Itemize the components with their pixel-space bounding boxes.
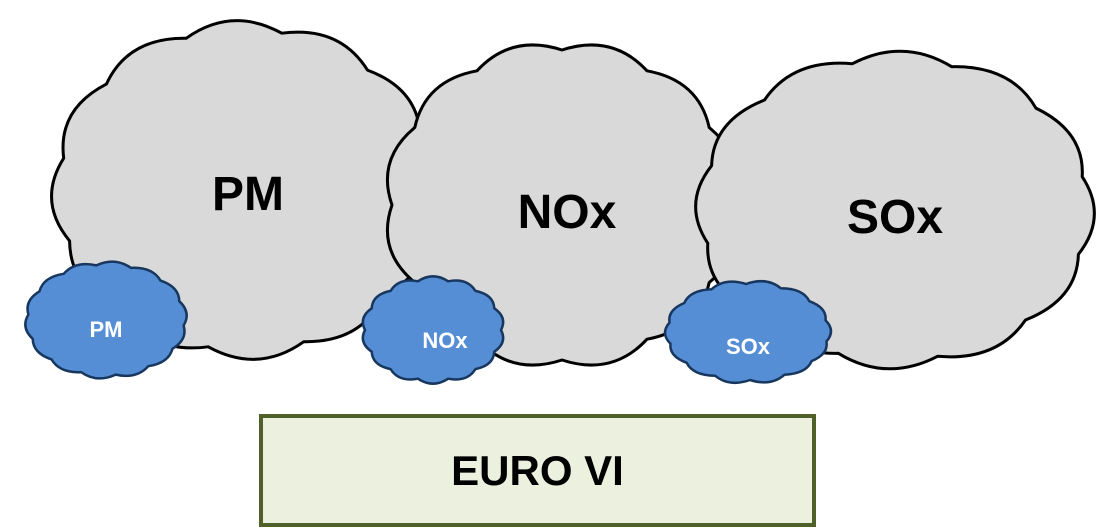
small-cloud-nox: NOx (361, 275, 505, 385)
large-cloud-pm-label: PM (212, 168, 284, 221)
small-cloud-sox-label: SOx (726, 334, 771, 359)
small-cloud-sox-shape (663, 279, 833, 385)
large-cloud-nox: NOx (385, 43, 739, 367)
small-cloud-pm-label: PM (90, 317, 123, 342)
large-cloud-nox-shape (385, 43, 739, 367)
small-cloud-sox: SOx (663, 279, 833, 385)
small-cloud-nox-shape (361, 275, 505, 385)
small-cloud-pm: PM (24, 260, 188, 380)
small-cloud-nox-label: NOx (422, 328, 468, 353)
large-cloud-sox-label: SOx (847, 191, 943, 244)
euro-vi-standard-box: EURO VI (259, 414, 816, 527)
large-cloud-nox-label: NOx (518, 186, 617, 239)
small-cloud-pm-shape (24, 260, 188, 380)
standard-label: EURO VI (451, 446, 624, 494)
